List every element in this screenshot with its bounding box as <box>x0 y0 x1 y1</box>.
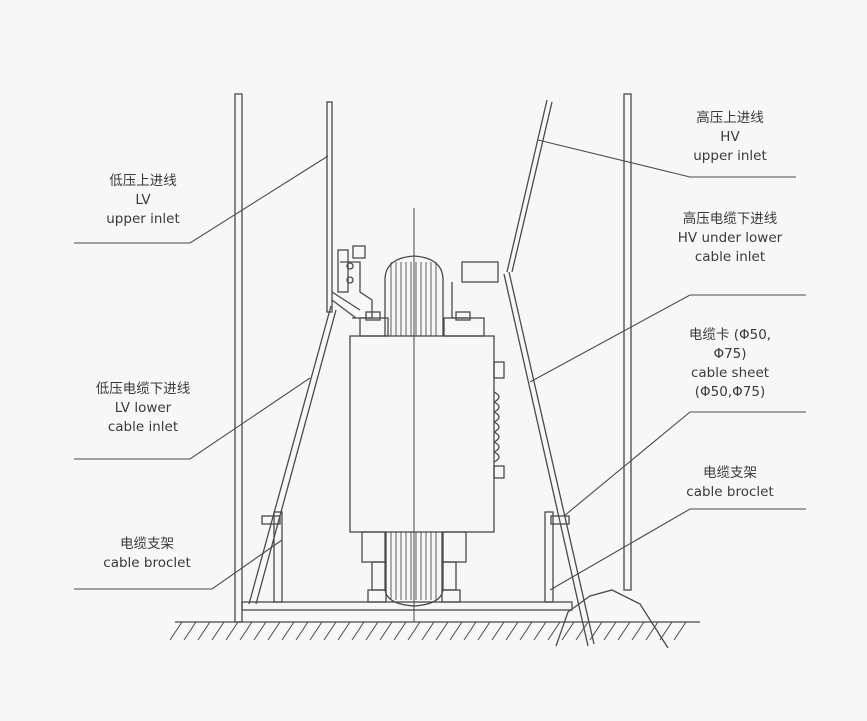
leader-lv-upper <box>74 155 329 244</box>
transformer-coil-upper <box>384 255 444 336</box>
label-broclet-right-cn: 电缆支架 <box>703 465 757 481</box>
lower-clamp-left <box>361 531 387 603</box>
leader-cable-sheet <box>563 411 806 517</box>
label-broclet-left-cn: 电缆支架 <box>120 536 174 552</box>
leader-hv-upper <box>537 139 796 178</box>
upper-clamp-right <box>443 261 499 337</box>
label-hv-lower-en1: HV under lower <box>677 230 783 246</box>
label-cable-sheet-en2: (Φ50,Φ75) <box>694 384 766 400</box>
label-lv-lower-en2: cable inlet <box>107 419 179 435</box>
label-hv-upper-cn: 高压上进线 <box>696 110 764 126</box>
label-hv-lower-en2: cable inlet <box>694 249 766 265</box>
leader-lv-lower <box>74 377 311 460</box>
hv-lower-cable <box>503 271 595 647</box>
label-lv-upper-cn: 低压上进线 <box>109 173 177 189</box>
base-frame <box>175 601 700 623</box>
right-cable-broclet <box>544 511 570 603</box>
lv-busbar-connector <box>331 249 361 319</box>
label-cable-sheet-cn2: Φ75) <box>713 346 747 362</box>
lower-clamp-right <box>441 531 467 603</box>
upper-clamp-left <box>340 245 389 337</box>
ground-mound <box>555 589 669 649</box>
label-cable-broclet-left: 电缆支架 cable broclet <box>82 535 212 573</box>
label-broclet-right-en1: cable broclet <box>686 484 774 500</box>
label-broclet-left-en1: cable broclet <box>103 555 191 571</box>
label-lv-lower-cable-inlet: 低压电缆下进线 LV lower cable inlet <box>78 380 208 437</box>
label-hv-lower-cn: 高压电缆下进线 <box>682 211 778 227</box>
label-lv-lower-cn: 低压电缆下进线 <box>95 381 191 397</box>
lv-lower-cable <box>248 305 337 605</box>
hv-upper-inlet-bar <box>506 99 553 273</box>
label-hv-upper-en2: upper inlet <box>693 148 767 164</box>
lv-upper-inlet-bar <box>326 101 333 313</box>
left-frame-post <box>234 93 243 623</box>
label-cable-sheet-en1: cable sheet <box>690 365 770 381</box>
label-lv-upper-en2: upper inlet <box>106 211 180 227</box>
hv-tap-changer <box>493 361 505 479</box>
left-cable-broclet <box>261 511 283 603</box>
transformer-core-body <box>349 335 495 533</box>
label-hv-lower-cable-inlet: 高压电缆下进线 HV under lower cable inlet <box>660 210 800 267</box>
leader-hv-lower <box>529 294 806 383</box>
right-frame-post <box>623 93 632 591</box>
leader-broclet-left <box>74 539 283 590</box>
label-cable-sheet-cn: 电缆卡 (Φ50, <box>688 327 772 343</box>
leader-broclet-right <box>549 508 806 591</box>
label-lv-upper-inlet: 低压上进线 LV upper inlet <box>88 172 198 229</box>
label-hv-upper-inlet: 高压上进线 HV upper inlet <box>670 109 790 166</box>
label-cable-broclet-right: 电缆支架 cable broclet <box>660 464 800 502</box>
label-hv-upper-en1: HV <box>720 129 740 145</box>
ground-hatching <box>169 621 687 641</box>
label-cable-sheet: 电缆卡 (Φ50, Φ75) cable sheet (Φ50,Φ75) <box>660 326 800 402</box>
label-lv-upper-en1: LV <box>135 192 151 208</box>
leader-lines <box>74 139 806 591</box>
label-lv-lower-en1: LV lower <box>114 400 172 416</box>
